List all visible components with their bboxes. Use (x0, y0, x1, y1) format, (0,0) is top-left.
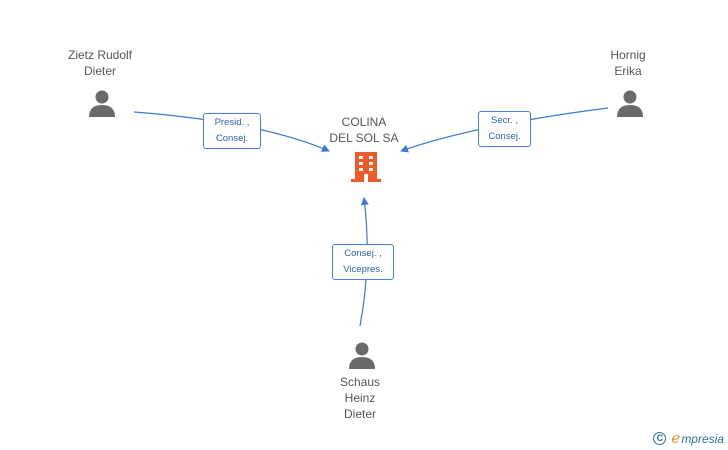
copyright-icon: C (653, 431, 667, 445)
building-icon[interactable] (349, 150, 383, 184)
person-icon[interactable] (347, 340, 377, 370)
company-name[interactable]: COLINA DEL SOL SA (329, 115, 399, 145)
brand-name: mpresia (681, 432, 724, 446)
person-name-schaus[interactable]: Schaus Heinz Dieter (339, 375, 381, 421)
brand-initial: e (671, 429, 681, 447)
person-icon[interactable] (615, 88, 645, 118)
footer-branding: C e mpresia (653, 428, 724, 448)
role-label-schaus[interactable]: Consej. , Vicepres. (332, 244, 394, 280)
role-label-zietz[interactable]: Presid. , Consej. (203, 113, 261, 149)
brand-logo: e mpresia (671, 429, 724, 447)
person-name-zietz[interactable]: Zietz Rudolf Dieter (67, 48, 133, 78)
role-label-hornig[interactable]: Secr. , Consej. (478, 111, 531, 147)
person-icon[interactable] (87, 88, 117, 118)
person-name-hornig[interactable]: Hornig Erika (610, 48, 646, 78)
